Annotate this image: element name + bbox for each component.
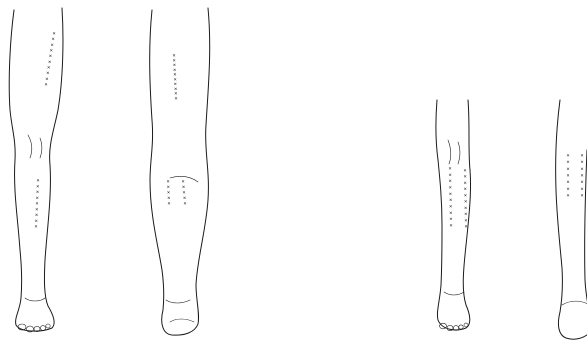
incision-mark: × (464, 180, 467, 186)
incision-mark: × (566, 173, 569, 179)
right-front-shin-marks-a: ×××××××××× (448, 166, 452, 229)
left-back-heel-line (166, 300, 190, 303)
incision-mark: × (449, 204, 452, 210)
left-front-ankle-line (25, 298, 45, 301)
left-back-leg: ×××××××××× ××××× ××××× (150, 8, 210, 335)
incision-mark: × (580, 193, 583, 199)
right-front-knee-line-2 (458, 142, 460, 164)
incision-mark: × (580, 166, 583, 172)
incision-mark: × (566, 153, 569, 159)
right-back-calf-marks-a: ××××××× (566, 153, 569, 199)
left-front-shin-marks: ××××××××× (34, 178, 39, 230)
incision-mark: × (183, 201, 186, 207)
incision-mark: × (580, 180, 583, 186)
left-front-knee-line (28, 135, 32, 158)
incision-mark: × (464, 205, 467, 211)
incision-mark: × (580, 160, 583, 166)
incision-mark: × (464, 218, 467, 224)
incision-mark: × (449, 223, 452, 229)
incision-mark: × (566, 186, 569, 192)
incision-mark: × (449, 185, 452, 191)
left-back-calf-marks-b: ××××× (181, 179, 186, 207)
incision-mark: × (463, 168, 466, 174)
incision-mark: × (580, 173, 583, 179)
right-back-heel-line (562, 301, 587, 305)
incision-mark: × (566, 193, 569, 199)
incision-mark: × (464, 187, 467, 193)
right-back-leg-outline (556, 100, 587, 339)
incision-mark: × (566, 180, 569, 186)
incision-mark: × (44, 82, 47, 88)
right-back-calf-marks-b: ××××××× (580, 153, 583, 199)
incision-mark: × (34, 224, 37, 230)
incision-mark: × (449, 198, 452, 204)
incision-mark: × (464, 224, 467, 230)
incision-mark: × (449, 191, 452, 197)
incision-mark: × (167, 201, 170, 207)
right-front-knee-line (448, 140, 451, 164)
left-back-calf-marks-a: ××××× (166, 179, 170, 207)
incision-mark: × (449, 217, 452, 223)
incision-mark: × (580, 186, 583, 192)
left-front-leg-outline (9, 8, 63, 331)
incision-mark: × (449, 210, 452, 216)
left-front-thigh-marks: ×××××××××× (44, 31, 55, 88)
incision-mark: × (566, 166, 569, 172)
left-back-thigh-marks: ×××××××××× (172, 53, 177, 102)
incision-mark: × (174, 96, 177, 102)
incision-mark: × (464, 199, 467, 205)
incision-mark: × (448, 172, 451, 178)
incision-mark: × (463, 174, 466, 180)
incision-mark: × (464, 212, 467, 218)
left-front-knee-line-2 (40, 138, 42, 158)
incision-mark: × (464, 193, 467, 199)
right-front-shin-marks-b: ×××××××××× (463, 168, 467, 230)
incision-mark: × (448, 166, 451, 172)
right-front-leg: ×××××××××× ×××××××××× (436, 100, 471, 331)
left-back-leg-outline (150, 8, 210, 335)
incision-mark: × (580, 153, 583, 159)
right-back-leg: ××××××× ××××××× (556, 100, 587, 339)
left-front-leg: ×××××××××× ××××××××× (9, 8, 63, 332)
incision-mark: × (566, 160, 569, 166)
right-front-ankle-line (444, 292, 464, 295)
incision-mark: × (449, 179, 452, 185)
left-back-toe-line (170, 319, 194, 322)
